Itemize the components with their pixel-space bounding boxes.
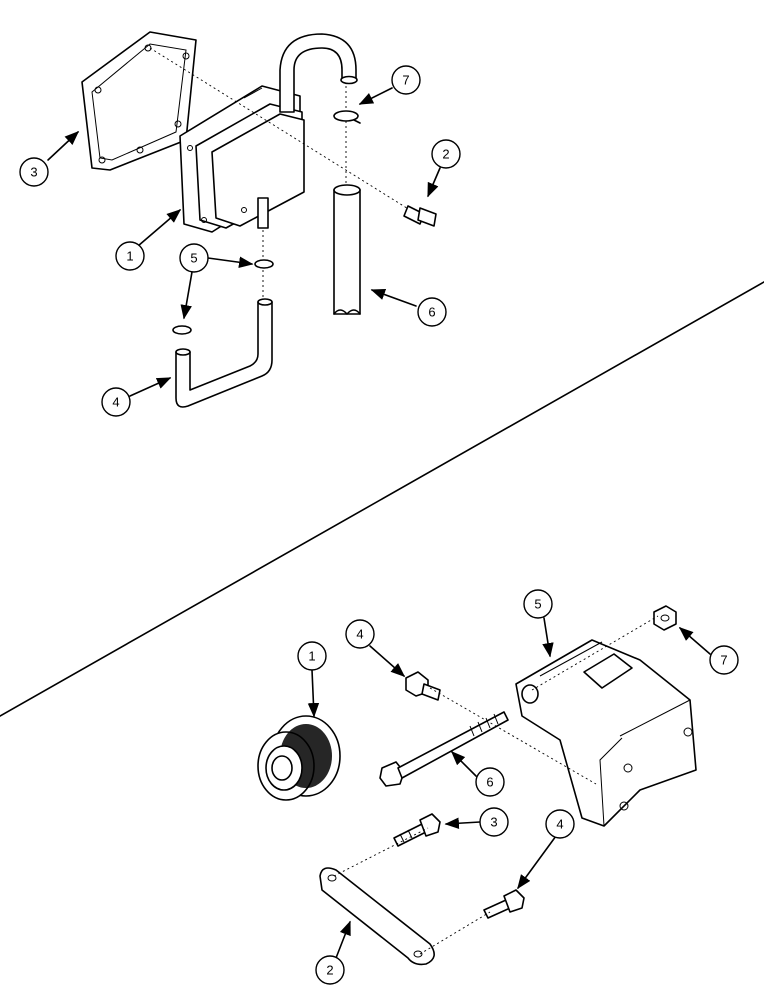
- callout-5: 5: [179, 243, 209, 273]
- bent-hose-part: [175, 298, 273, 408]
- long-bolt-part: [379, 711, 509, 787]
- svg-text:4: 4: [112, 395, 119, 410]
- gasket-part: [81, 31, 197, 171]
- svg-text:7: 7: [402, 73, 409, 88]
- strap-part: [319, 867, 435, 966]
- callout-4: 4: [545, 809, 575, 839]
- top-bolt-part: [403, 205, 437, 227]
- svg-text:5: 5: [534, 597, 541, 612]
- top-clamp-5: [172, 259, 274, 335]
- bottom-assembly: 1 2 3 4 4 5 6 7: [257, 589, 739, 985]
- svg-text:3: 3: [30, 165, 37, 180]
- svg-text:1: 1: [308, 649, 315, 664]
- bolt-lower-part: [483, 889, 525, 919]
- bolt-upper-part: [405, 671, 441, 701]
- breather-cover-part: [179, 33, 358, 233]
- svg-text:7: 7: [720, 653, 727, 668]
- svg-text:2: 2: [326, 963, 333, 978]
- callout-4: 4: [101, 387, 131, 417]
- svg-text:4: 4: [556, 817, 563, 832]
- callout-1: 1: [115, 241, 145, 271]
- svg-text:4: 4: [356, 627, 363, 642]
- callout-2: 2: [431, 139, 461, 169]
- svg-text:6: 6: [486, 775, 493, 790]
- callout-6: 6: [417, 297, 447, 327]
- svg-text:6: 6: [428, 305, 435, 320]
- callout-6: 6: [475, 767, 505, 797]
- svg-text:3: 3: [490, 815, 497, 830]
- callout-2: 2: [315, 955, 345, 985]
- svg-text:5: 5: [190, 251, 197, 266]
- pulley-part: [257, 715, 341, 801]
- callout-7: 7: [709, 645, 739, 675]
- svg-text:2: 2: [442, 147, 449, 162]
- callout-4: 4: [345, 619, 375, 649]
- section-divider: [0, 281, 764, 717]
- bracket-part: [515, 639, 697, 827]
- callout-3: 3: [479, 807, 509, 837]
- svg-text:1: 1: [126, 249, 133, 264]
- nut-part: [653, 605, 677, 631]
- top-assembly: 1 2 3 4 5 6 7: [19, 31, 461, 417]
- callout-7: 7: [391, 65, 421, 95]
- top-clamp-7: [333, 110, 361, 124]
- callout-3: 3: [19, 157, 49, 187]
- callout-5: 5: [523, 589, 553, 619]
- callout-1: 1: [297, 641, 327, 671]
- bolt-3-part: [393, 813, 441, 847]
- tube-part: [333, 184, 361, 315]
